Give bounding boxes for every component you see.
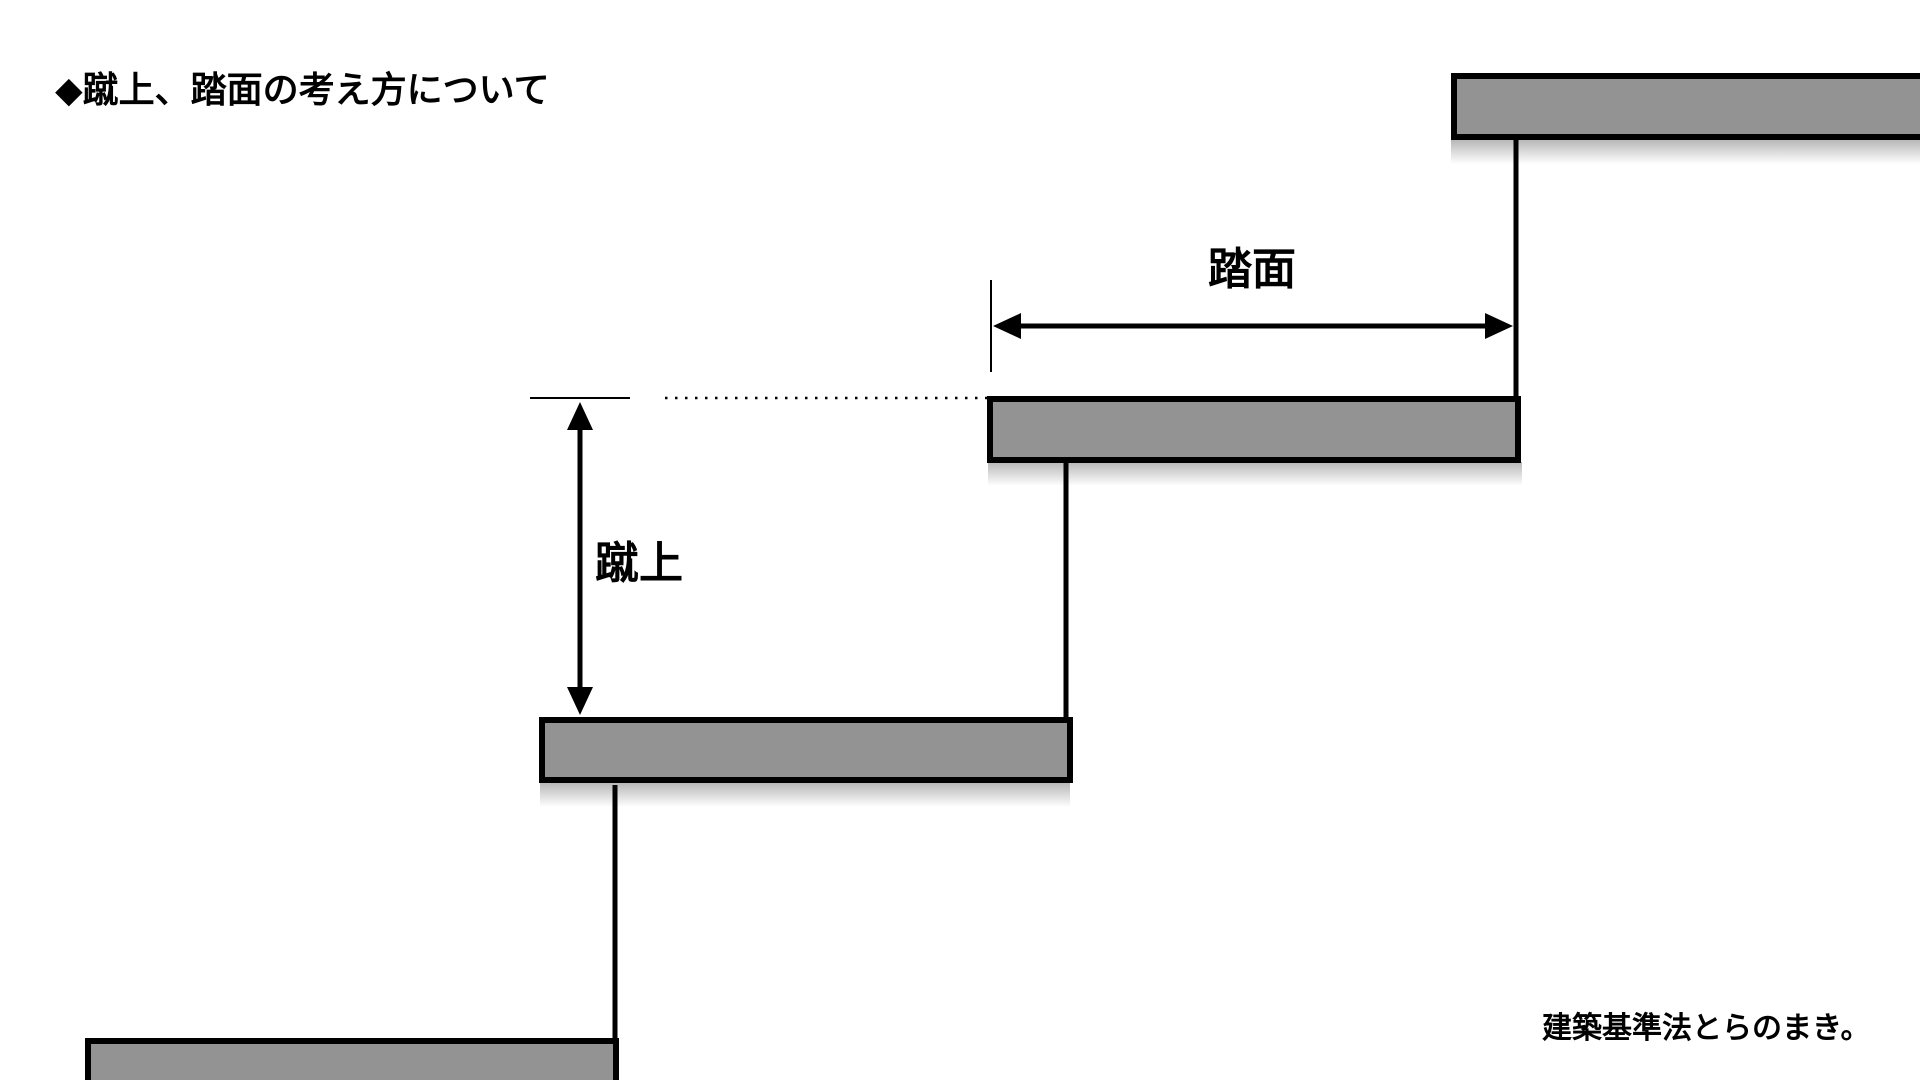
riser-label: 蹴上 [595, 538, 683, 589]
tread-dimension: 踏面 [990, 244, 1513, 372]
step-2-shadow [540, 783, 1070, 807]
riser-dimension: 蹴上 [530, 396, 1002, 715]
riser-arrow-up-head [567, 402, 593, 430]
tread-arrow-left-head [993, 313, 1021, 339]
step-3-shadow [988, 462, 1522, 486]
step-4-tread [1451, 73, 1920, 140]
diagram-title: ◆蹴上、踏面の考え方について [55, 70, 550, 111]
step-4-shadow [1451, 140, 1920, 164]
footer-credit: 建築基準法とらのまき。 [1542, 1011, 1871, 1046]
step-3-tread [987, 396, 1521, 463]
tread-label: 踏面 [1208, 244, 1296, 295]
step-2 [539, 463, 1073, 807]
step-2-tread [539, 717, 1073, 783]
tread-arrow-right-head [1485, 313, 1513, 339]
step-4 [1451, 73, 1920, 164]
step-1-tread [85, 1038, 619, 1080]
step-3 [987, 140, 1522, 486]
riser-arrow-down-head [567, 687, 593, 715]
step-1 [85, 785, 619, 1080]
